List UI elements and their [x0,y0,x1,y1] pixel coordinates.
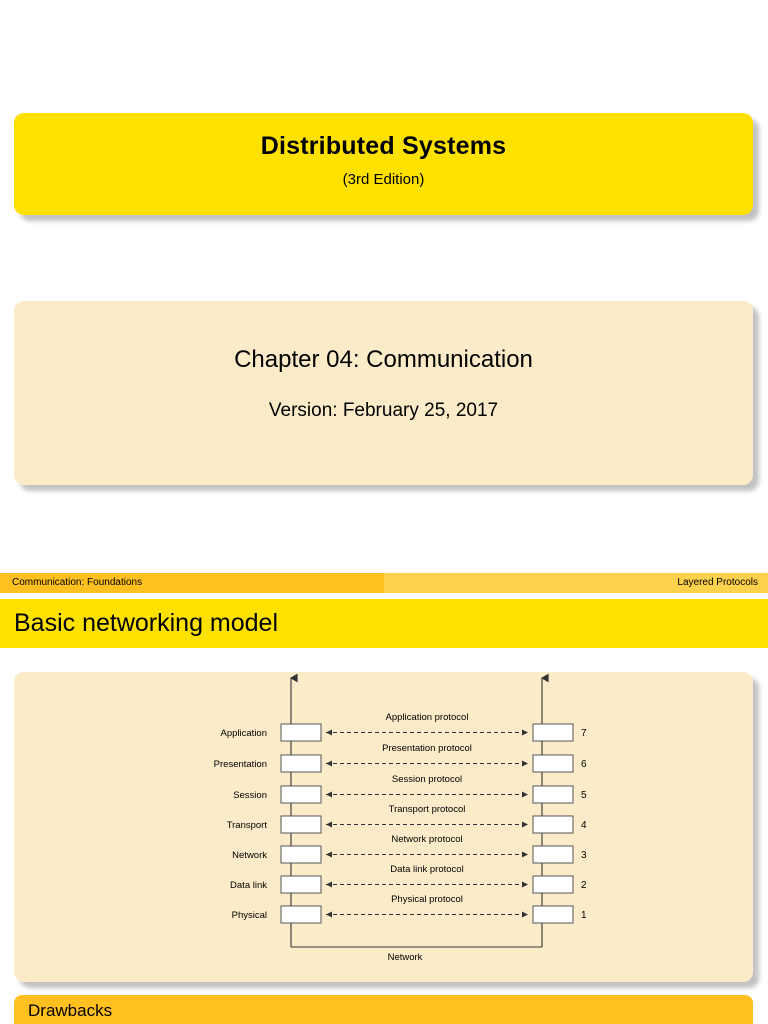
chapter-version: Version: February 25, 2017 [268,400,499,421]
left-box-data-link [280,875,322,894]
layer-label-data-link: Data link [230,880,267,891]
slide-heading-bar: Basic networking model [0,599,768,648]
layer-label-presentation: Presentation [214,759,267,770]
slide-header-left-text: Communication: Foundations [12,577,143,588]
layer-label-physical: Physical [232,910,267,921]
layer-number-4: 4 [581,820,587,831]
layer-label-transport: Transport [227,820,268,831]
right-box-application [532,723,574,742]
drawbacks-bar: Drawbacks [14,995,753,1024]
left-box-presentation [280,754,322,773]
protocol-label-physical: Physical protocol [391,894,463,905]
layer-label-network: Network [232,850,267,861]
slide-header-right-text: Layered Protocols [677,577,758,588]
slide-header-bar: Communication: Foundations Layered Proto… [0,573,768,593]
figure-card: Application Application protocol 7 Prese… [14,672,753,982]
chapter-title: Chapter 04: Communication [234,346,533,373]
presentation-title: Distributed Systems [260,132,507,160]
protocol-label-session: Session protocol [392,774,462,785]
layer-number-3: 3 [581,850,587,861]
protocol-label-application: Application protocol [386,712,469,723]
left-box-physical [280,905,322,924]
chapter-card: Chapter 04: Communication Version: Febru… [14,301,753,485]
layer-label-application: Application [221,728,267,739]
layer-number-2: 2 [581,880,587,891]
layer-number-5: 5 [581,790,587,801]
protocol-label-network: Network protocol [391,834,462,845]
layer-number-7: 7 [581,728,587,739]
title-card: Distributed Systems (3rd Edition) [14,113,753,215]
drawbacks-heading: Drawbacks [28,1001,113,1020]
layer-number-1: 1 [581,910,587,921]
layered-protocols-diagram: Application Application protocol 7 Prese… [14,672,753,982]
layer-label-session: Session [233,790,267,801]
slide-header-left-block [0,573,384,593]
left-box-network [280,845,322,864]
slide-heading-text: Basic networking model [14,609,279,637]
layer-number-6: 6 [581,759,587,770]
protocol-label-transport: Transport protocol [389,804,466,815]
right-box-physical [532,905,574,924]
presentation-edition: (3rd Edition) [342,171,425,188]
right-box-data-link [532,875,574,894]
protocol-label-data-link: Data link protocol [390,864,463,875]
right-box-network [532,845,574,864]
right-box-session [532,785,574,804]
right-box-transport [532,815,574,834]
protocol-label-presentation: Presentation protocol [382,743,472,754]
left-box-application [280,723,322,742]
right-box-presentation [532,754,574,773]
left-box-transport [280,815,322,834]
left-box-session [280,785,322,804]
network-label: Network [388,952,423,963]
